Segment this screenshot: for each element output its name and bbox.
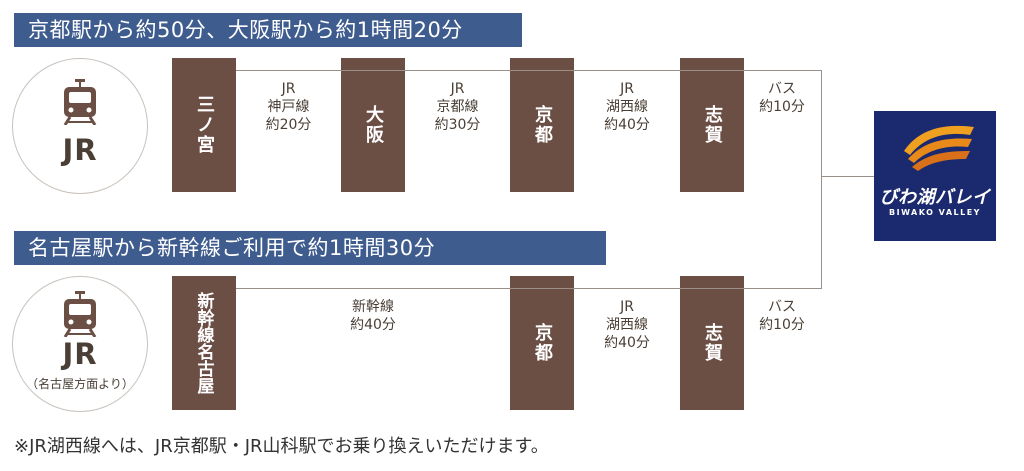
station-nagoya: 新幹線名古屋	[172, 276, 236, 410]
biwako-valley-logo: びわ湖バレイ BIWAKO VALLEY	[874, 111, 996, 241]
station-shiga-2: 志賀	[680, 276, 744, 410]
route1-circle-label: JR	[62, 133, 98, 167]
station-osaka: 大阪	[341, 58, 405, 192]
route2-origin-circle: JR （名古屋方面より）	[12, 276, 148, 412]
station-kyoto-2: 京都	[510, 276, 574, 410]
route2-circle-label: JR	[62, 337, 98, 371]
mountain-wave-icon	[904, 125, 974, 171]
station-shiga-1: 志賀	[680, 58, 744, 192]
train-icon	[63, 79, 97, 125]
station-sannomiya: 三ノ宮	[172, 58, 236, 192]
route1-banner: 京都駅から約50分、大阪駅から約1時間20分	[14, 13, 522, 47]
train-icon	[63, 291, 97, 337]
transfer-footnote: ※JR湖西線へは、JR京都駅・JR山科駅でお乗り換えいただけます。	[14, 436, 549, 457]
connector-line	[236, 70, 822, 71]
route2-banner: 名古屋駅から新幹線ご利用で約1時間30分	[14, 231, 606, 265]
connector-line	[821, 70, 822, 289]
station-kyoto-1: 京都	[510, 58, 574, 192]
route1-origin-circle: JR	[12, 58, 148, 194]
route2-circle-sublabel: （名古屋方面より）	[26, 377, 134, 391]
segment-label: バス約10分	[759, 299, 805, 333]
segment-label: バス約10分	[759, 81, 805, 115]
destination-name-en: BIWAKO VALLEY	[889, 208, 981, 217]
destination-name: びわ湖バレイ	[879, 187, 991, 208]
connector-line	[821, 176, 874, 177]
segment-label: 新幹線約40分	[350, 299, 396, 333]
connector-line	[236, 288, 822, 289]
